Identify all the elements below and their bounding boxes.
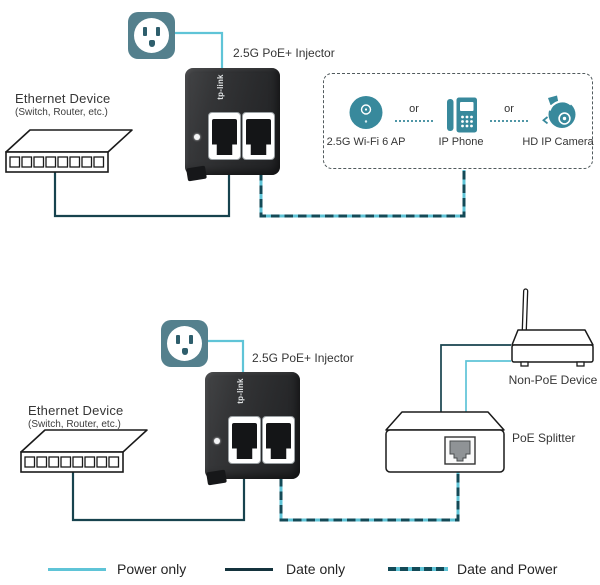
router-antenna [521, 288, 529, 332]
data-power-line-top-base [259, 170, 466, 218]
switch-ports [24, 456, 120, 468]
ethernet-device-title: Ethernet Device [15, 91, 111, 106]
splitter-data-line [440, 344, 511, 416]
rj45-port-bezel [262, 416, 295, 464]
wifi-ap-label: 2.5G Wi-Fi 6 AP [326, 136, 406, 148]
or-dotted-line [490, 120, 528, 122]
or-dotted-line [395, 120, 433, 122]
ethernet-device-label: Ethernet Device (Switch, Router, etc.) [15, 91, 111, 118]
rj45-jack [212, 119, 237, 155]
outlet-face [134, 18, 169, 53]
ip-phone-icon [447, 97, 477, 133]
injector-label: 2.5G PoE+ Injector [233, 46, 335, 60]
power-line-bottom [205, 339, 245, 380]
switch-ports [9, 156, 105, 168]
outlet-slot [143, 27, 147, 36]
power-line-top [175, 31, 224, 76]
rj45-port-bezel [228, 416, 261, 464]
powered-devices-group-box [323, 73, 593, 169]
outlet-ground-slot [181, 348, 188, 355]
data-power-line-bottom-base [279, 470, 460, 522]
non-poe-device [511, 288, 594, 367]
status-led [214, 438, 220, 444]
legend-data-and-power-line [388, 567, 448, 571]
tplink-logo: tp-link [236, 378, 245, 404]
ethernet-device-title: Ethernet Device [28, 403, 124, 418]
ethernet-switch-device [5, 129, 133, 173]
data-power-line-bottom-dash [279, 470, 460, 522]
injector-label: 2.5G PoE+ Injector [252, 351, 354, 365]
rj45-jack [266, 423, 291, 459]
ethernet-device-label: Ethernet Device (Switch, Router, etc.) [28, 403, 124, 430]
rj45-jack [246, 119, 271, 155]
status-led [194, 134, 200, 140]
splitter-rj45-jack [449, 440, 471, 462]
outlet-face [167, 326, 202, 361]
data-line-top [53, 170, 231, 218]
rj45-jack [232, 423, 257, 459]
poe-injector-device: tp-link [205, 372, 300, 486]
rj45-port-bezel [208, 112, 241, 160]
ethernet-device-subtitle: (Switch, Router, etc.) [15, 107, 108, 118]
rj45-port-bezel [242, 112, 275, 160]
legend-data-only-label: Date only [286, 561, 346, 577]
poe-splitter-device [385, 411, 505, 473]
poe-splitter-label: PoE Splitter [512, 431, 576, 445]
outlet-slot [176, 335, 180, 344]
tplink-logo: tp-link [216, 74, 225, 100]
legend-data-and-power-label: Date and Power [457, 561, 558, 577]
non-poe-device-label: Non-PoE Device [508, 373, 598, 387]
or-separator: or [504, 103, 514, 115]
ethernet-device-subtitle: (Switch, Router, etc.) [28, 419, 121, 430]
router-foot [576, 361, 585, 367]
data-power-line-top-dash [259, 170, 466, 218]
ethernet-switch-device [20, 429, 148, 473]
ip-phone-label: IP Phone [438, 136, 484, 148]
data-line-bottom [71, 471, 246, 522]
outlet-slot [189, 335, 193, 344]
outlet-ground-slot [148, 40, 155, 47]
legend-power-only-label: Power only [117, 561, 187, 577]
legend-data-only-line [225, 568, 273, 571]
router-foot [520, 361, 529, 367]
hd-ip-camera-label: HD IP Camera [522, 136, 594, 148]
poe-injector-device: tp-link [185, 68, 280, 182]
legend-power-only-line [48, 568, 106, 571]
or-separator: or [409, 103, 419, 115]
power-outlet [161, 320, 208, 367]
outlet-slot [156, 27, 160, 36]
hd-ip-camera-icon [542, 95, 576, 128]
power-outlet [128, 12, 175, 59]
splitter-power-line [465, 360, 511, 416]
wifi-ap-icon [349, 96, 383, 129]
